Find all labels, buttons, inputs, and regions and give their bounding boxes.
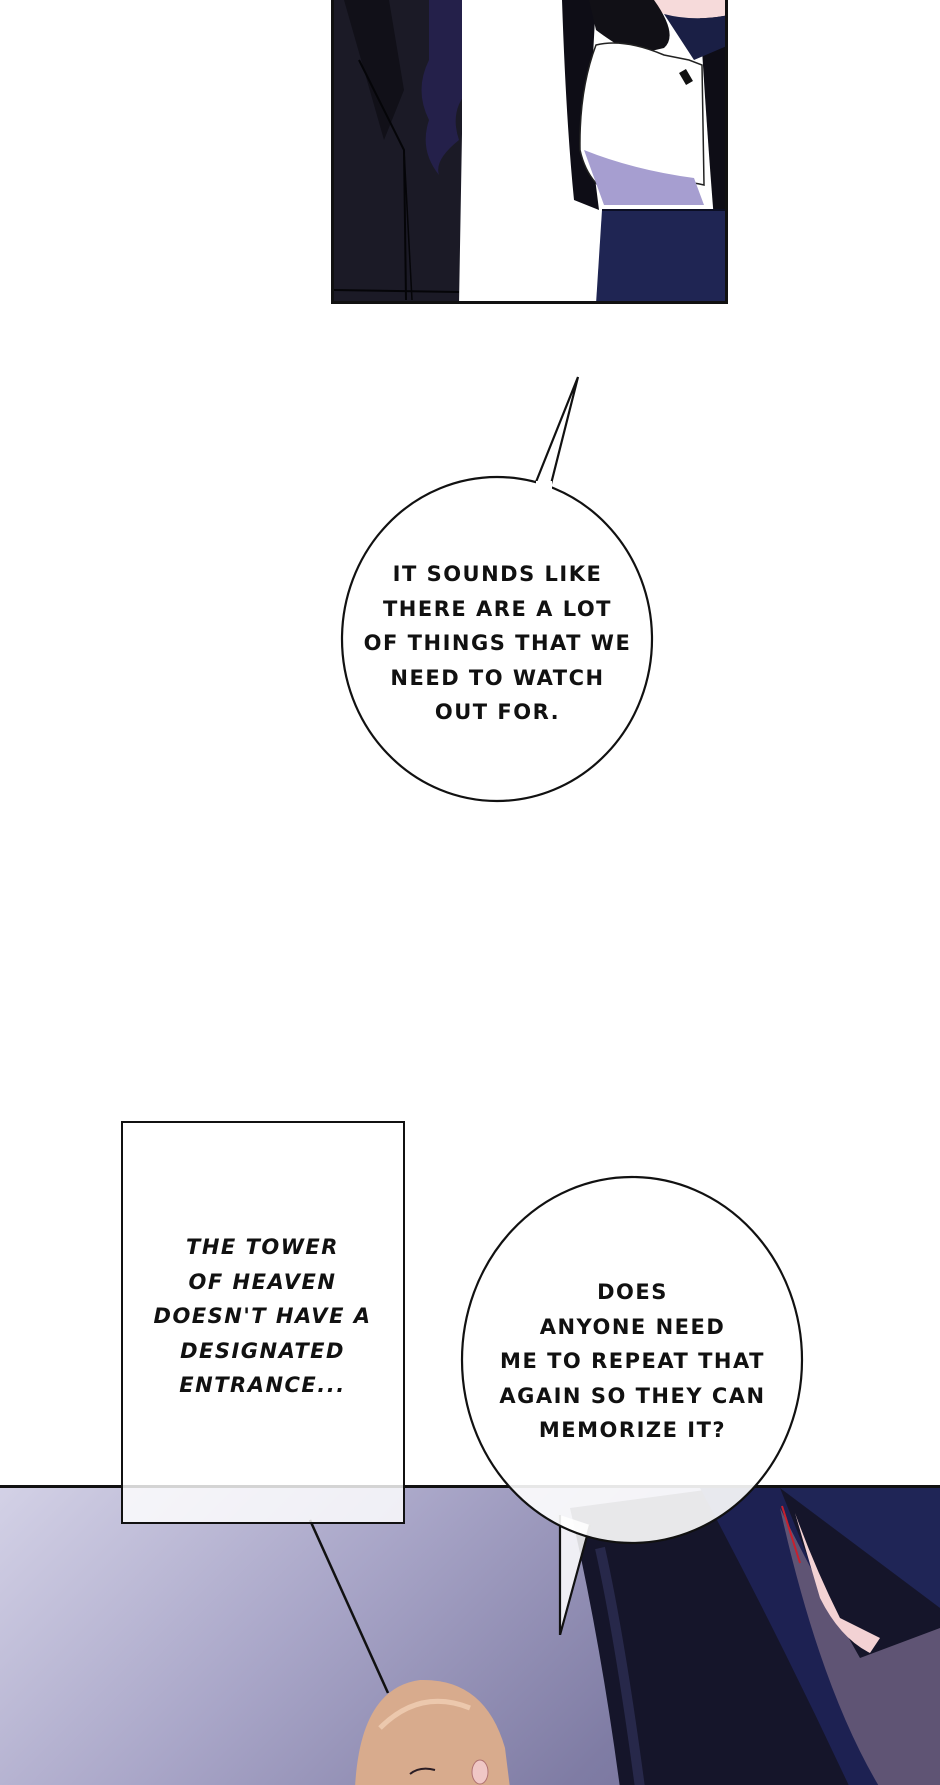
bubble-1-line: THERE ARE A LOT bbox=[382, 596, 613, 621]
characters-artwork bbox=[334, 0, 725, 301]
bubble-2-line: AGAIN SO THEY CAN bbox=[499, 1383, 766, 1408]
caption-box: THE TOWER OF HEAVEN DOESN'T HAVE A DESIG… bbox=[121, 1121, 405, 1524]
bubble-2-line: MEMORIZE IT? bbox=[538, 1418, 727, 1442]
caption-pointer-line bbox=[308, 1519, 390, 1694]
bubble-1-text: IT SOUNDS LIKE THERE ARE A LOT OF THINGS… bbox=[340, 557, 655, 730]
caption-line: DESIGNATED bbox=[180, 1338, 345, 1363]
speech-bubble-2: DOES ANYONE NEED ME TO REPEAT THAT AGAIN… bbox=[460, 1175, 805, 1635]
bubble-1-line: OF THINGS THAT WE bbox=[363, 631, 632, 655]
caption-line: THE TOWER bbox=[186, 1235, 339, 1259]
bubble-1-line: IT SOUNDS LIKE bbox=[392, 562, 603, 586]
caption-line: ENTRANCE... bbox=[179, 1373, 346, 1397]
caption-line: DOESN'T HAVE A bbox=[153, 1304, 372, 1328]
bubble-1-outline bbox=[340, 376, 654, 803]
bubble-1-line: OUT FOR. bbox=[434, 700, 561, 724]
caption-line: OF HEAVEN bbox=[188, 1269, 337, 1294]
speech-bubble-1: IT SOUNDS LIKE THERE ARE A LOT OF THINGS… bbox=[340, 375, 655, 805]
caption-text: THE TOWER OF HEAVEN DOESN'T HAVE A DESIG… bbox=[123, 1230, 402, 1403]
bottom-characters-artwork bbox=[355, 1488, 940, 1785]
bubble-2-outline bbox=[460, 1175, 804, 1635]
bubble-2-text: DOES ANYONE NEED ME TO REPEAT THAT AGAIN… bbox=[460, 1275, 805, 1448]
bubble-1-line: NEED TO WATCH bbox=[390, 665, 605, 690]
bubble-2-line: DOES bbox=[597, 1280, 668, 1304]
bubble-2-line: ME TO REPEAT THAT bbox=[500, 1349, 765, 1373]
top-comic-panel bbox=[331, 0, 728, 304]
bubble-2-line: ANYONE NEED bbox=[539, 1314, 726, 1339]
bottom-comic-panel bbox=[0, 1485, 940, 1785]
